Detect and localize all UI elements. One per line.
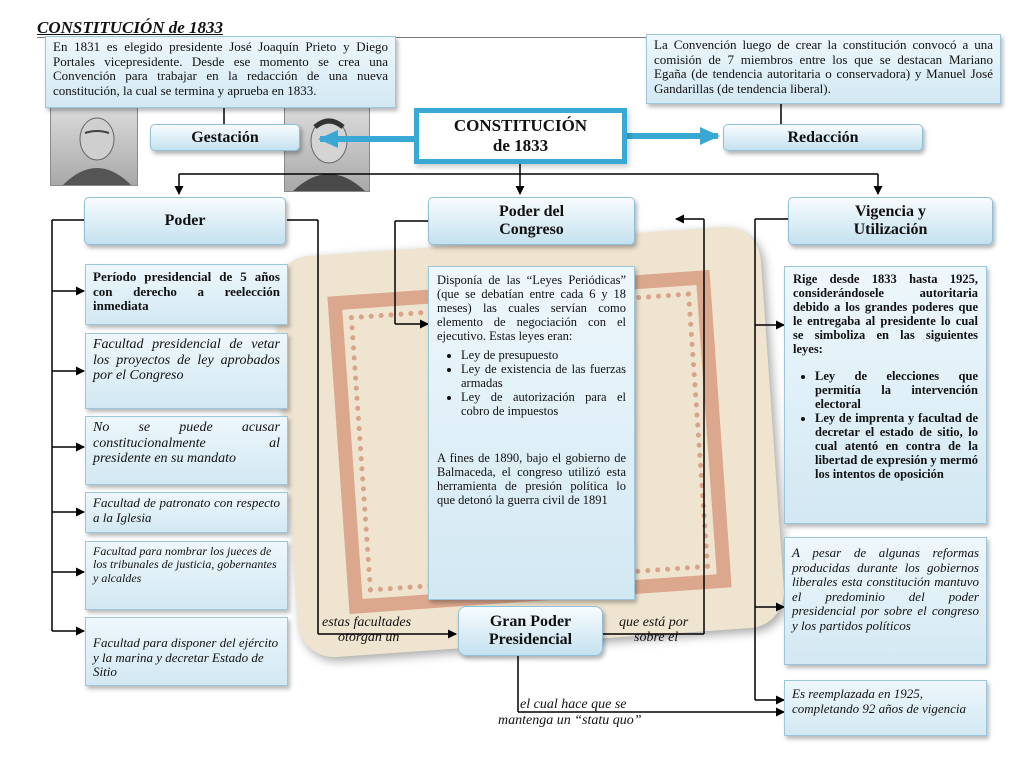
congreso-header-line-1: Poder del — [498, 203, 565, 221]
poder-header: Poder — [84, 197, 286, 245]
congreso-text-box: Disponía de las “Leyes Periódicas” (que … — [428, 266, 635, 600]
center-constitution-title: CONSTITUCIÓN de 1833 — [414, 108, 627, 164]
redaccion-text-box: La Convención luego de crear la constitu… — [646, 34, 1001, 104]
gran-poder-line-1: Gran Poder — [489, 613, 572, 631]
title-underline — [37, 37, 999, 38]
congreso-intro: Disponía de las “Leyes Periódicas” (que … — [437, 273, 626, 343]
label-sobre-2: sobre el — [634, 630, 679, 645]
vigencia-leyes-list: Ley de elecciones que permitía la interv… — [793, 369, 978, 481]
list-item: Ley de existencia de las fuerzas armadas — [461, 362, 626, 390]
poder-item-acusacion: No se puede acusar constitucionalmente a… — [85, 416, 288, 485]
vigencia-header-line-2: Utilización — [853, 221, 928, 238]
congreso-header: Poder del Congreso — [428, 197, 635, 245]
poder-item-veto: Facultad presidencial de vetar los proye… — [85, 333, 288, 409]
list-item: Ley de presupuesto — [461, 348, 626, 362]
page-title: CONSTITUCIÓN de 1833 — [37, 18, 224, 37]
label-facultades-2: otorgan un — [338, 630, 400, 645]
vigencia-text-box: Rige desde 1833 hasta 1925, considerándo… — [784, 266, 987, 524]
vigencia-intro: Rige desde 1833 hasta 1925, considerándo… — [793, 272, 978, 356]
list-item: Ley de elecciones que permitía la interv… — [815, 369, 978, 411]
congreso-leyes-list: Ley de presupuesto Ley de existencia de … — [437, 348, 626, 418]
congreso-outro: A fines de 1890, bajo el gobierno de Bal… — [437, 451, 626, 507]
center-title-line-2: de 1833 — [492, 135, 549, 155]
list-item: Ley de autorización para el cobro de imp… — [461, 390, 626, 418]
gran-poder-presidencial-box: Gran Poder Presidencial — [458, 606, 603, 656]
poder-item-nombramientos: Facultad para nombrar los jueces de los … — [85, 541, 288, 610]
vigencia-reformas-box: A pesar de algunas reformas producidas d… — [784, 537, 987, 665]
congreso-header-line-2: Congreso — [499, 221, 564, 238]
center-title-line-1: CONSTITUCIÓN — [453, 116, 588, 135]
redaccion-header: Redacción — [723, 124, 923, 151]
list-item: Ley de imprenta y facultad de decretar e… — [815, 411, 978, 481]
gestacion-header: Gestación — [150, 124, 300, 151]
vigencia-header-line-1: Vigencia y — [855, 203, 926, 221]
poder-item-patronato: Facultad de patronato con respecto a la … — [85, 492, 288, 533]
poder-item-periodo: Período presidencial de 5 años con derec… — [85, 264, 288, 325]
gran-poder-line-2: Presidencial — [488, 631, 573, 648]
vigencia-reemplazo-box: Es reemplazada en 1925, completando 92 a… — [784, 680, 987, 736]
label-facultades-1: estas facultades — [322, 615, 412, 630]
poder-item-ejercito: Facultad para disponer del ejército y la… — [85, 617, 288, 686]
gestacion-text-box: En 1831 es elegido presidente José Joaqu… — [45, 36, 396, 108]
label-statu-1: el cual hace que se — [520, 697, 627, 712]
label-statu-2: mantenga un “statu quo” — [498, 713, 642, 728]
vigencia-header: Vigencia y Utilización — [788, 197, 993, 245]
label-sobre-1: que está por — [619, 615, 689, 630]
